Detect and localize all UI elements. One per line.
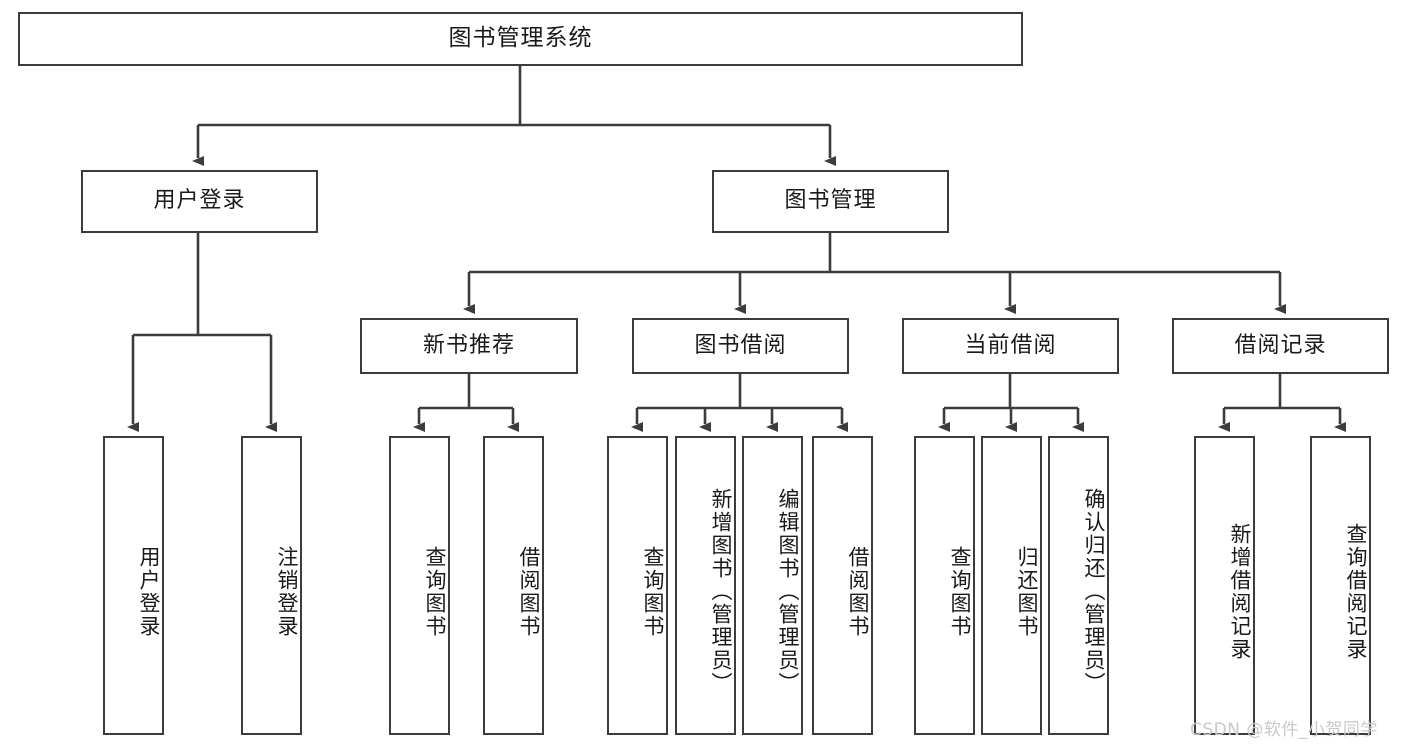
node-label: 当前借阅 bbox=[964, 332, 1057, 358]
leaf-current-borrow-return[interactable]: 归还图书 bbox=[981, 436, 1042, 735]
node-label: 图书管理系统 bbox=[448, 25, 593, 52]
node-label: 查询图书 bbox=[423, 545, 447, 638]
node-borrow-record[interactable]: 借阅记录 bbox=[1172, 318, 1389, 374]
node-label: 用户登录 bbox=[137, 545, 161, 638]
leaf-current-borrow-confirm-return[interactable]: 确认归还（管理员） bbox=[1048, 436, 1109, 735]
node-label: 新增借阅记录 bbox=[1228, 522, 1252, 661]
node-label: 借阅记录 bbox=[1234, 332, 1327, 358]
node-label: 确认归还（管理员） bbox=[1082, 488, 1106, 695]
node-label: 编辑图书（管理员） bbox=[776, 488, 800, 695]
leaf-current-borrow-query[interactable]: 查询图书 bbox=[914, 436, 975, 735]
node-book-management[interactable]: 图书管理 bbox=[712, 170, 949, 233]
node-user-login[interactable]: 用户登录 bbox=[81, 170, 318, 233]
node-new-book-recommend[interactable]: 新书推荐 bbox=[360, 318, 578, 374]
node-label: 查询图书 bbox=[641, 545, 665, 638]
node-book-borrow[interactable]: 图书借阅 bbox=[632, 318, 849, 374]
node-label: 借阅图书 bbox=[517, 545, 541, 638]
node-label: 新书推荐 bbox=[422, 332, 515, 358]
leaf-borrow-record-query[interactable]: 查询借阅记录 bbox=[1310, 436, 1371, 735]
node-current-borrow[interactable]: 当前借阅 bbox=[902, 318, 1119, 374]
leaf-user-login-logout[interactable]: 注销登录 bbox=[241, 436, 302, 735]
node-label: 注销登录 bbox=[275, 545, 299, 638]
node-label: 图书借阅 bbox=[694, 332, 787, 358]
leaf-borrow-record-add[interactable]: 新增借阅记录 bbox=[1194, 436, 1255, 735]
node-label: 图书管理 bbox=[784, 188, 877, 214]
leaf-book-borrow-add[interactable]: 新增图书（管理员） bbox=[675, 436, 736, 735]
leaf-new-book-borrow[interactable]: 借阅图书 bbox=[483, 436, 544, 735]
leaf-new-book-query[interactable]: 查询图书 bbox=[389, 436, 450, 735]
node-label: 借阅图书 bbox=[846, 545, 870, 638]
node-root-book-management-system[interactable]: 图书管理系统 bbox=[18, 12, 1023, 66]
node-label: 用户登录 bbox=[153, 188, 246, 214]
leaf-book-borrow-query[interactable]: 查询图书 bbox=[607, 436, 668, 735]
node-label: 查询借阅记录 bbox=[1344, 522, 1368, 661]
csdn-watermark: CSDN @软件_小贺同学 bbox=[1190, 720, 1378, 740]
node-label: 新增图书（管理员） bbox=[709, 488, 733, 695]
node-label: 归还图书 bbox=[1015, 545, 1039, 638]
leaf-user-login-login[interactable]: 用户登录 bbox=[103, 436, 164, 735]
node-label: 查询图书 bbox=[948, 545, 972, 638]
leaf-book-borrow-borrow[interactable]: 借阅图书 bbox=[812, 436, 873, 735]
leaf-book-borrow-edit[interactable]: 编辑图书（管理员） bbox=[742, 436, 803, 735]
